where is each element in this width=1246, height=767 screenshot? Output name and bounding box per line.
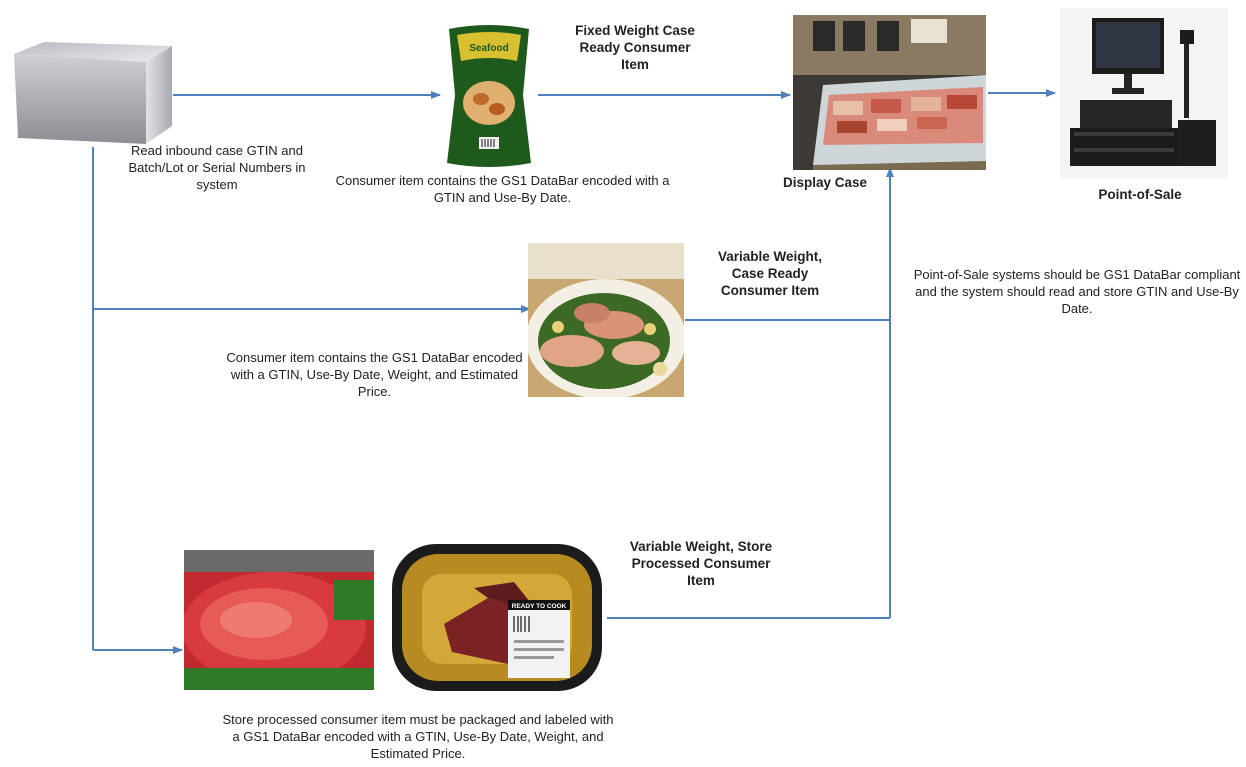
raw-tuna-loin-image xyxy=(184,550,374,690)
seafood-bag-image: Seafood xyxy=(443,21,535,169)
point-of-sale-description: Point-of-Sale systems should be GS1 Data… xyxy=(913,267,1241,316)
point-of-sale-label: Point-of-Sale xyxy=(1098,187,1182,202)
point-of-sale-terminal-image xyxy=(1060,8,1228,178)
tray-label-text: READY TO COOK xyxy=(512,603,567,610)
store-processed-description: Store processed consumer item must be pa… xyxy=(222,712,614,761)
inbound-case-box-image xyxy=(12,40,174,146)
display-case-image xyxy=(793,15,986,170)
fixed-weight-description: Consumer item contains the GS1 DataBar e… xyxy=(335,173,670,205)
packaged-tray-image: READY TO COOK xyxy=(388,540,606,695)
case-read-label: Read inbound case GTIN and Batch/Lot or … xyxy=(128,143,306,192)
fixed-weight-title: Fixed Weight Case Ready Consumer Item xyxy=(575,23,695,72)
variable-weight-case-ready-title: Variable Weight, Case Ready Consumer Ite… xyxy=(717,249,823,298)
tuna-salad-plate-image xyxy=(528,243,684,397)
variable-weight-case-ready-description: Consumer item contains the GS1 DataBar e… xyxy=(226,350,523,399)
display-case-label: Display Case xyxy=(782,175,868,190)
store-processed-title: Variable Weight, Store Processed Consume… xyxy=(629,539,773,588)
bag-brand-text: Seafood xyxy=(469,43,508,54)
